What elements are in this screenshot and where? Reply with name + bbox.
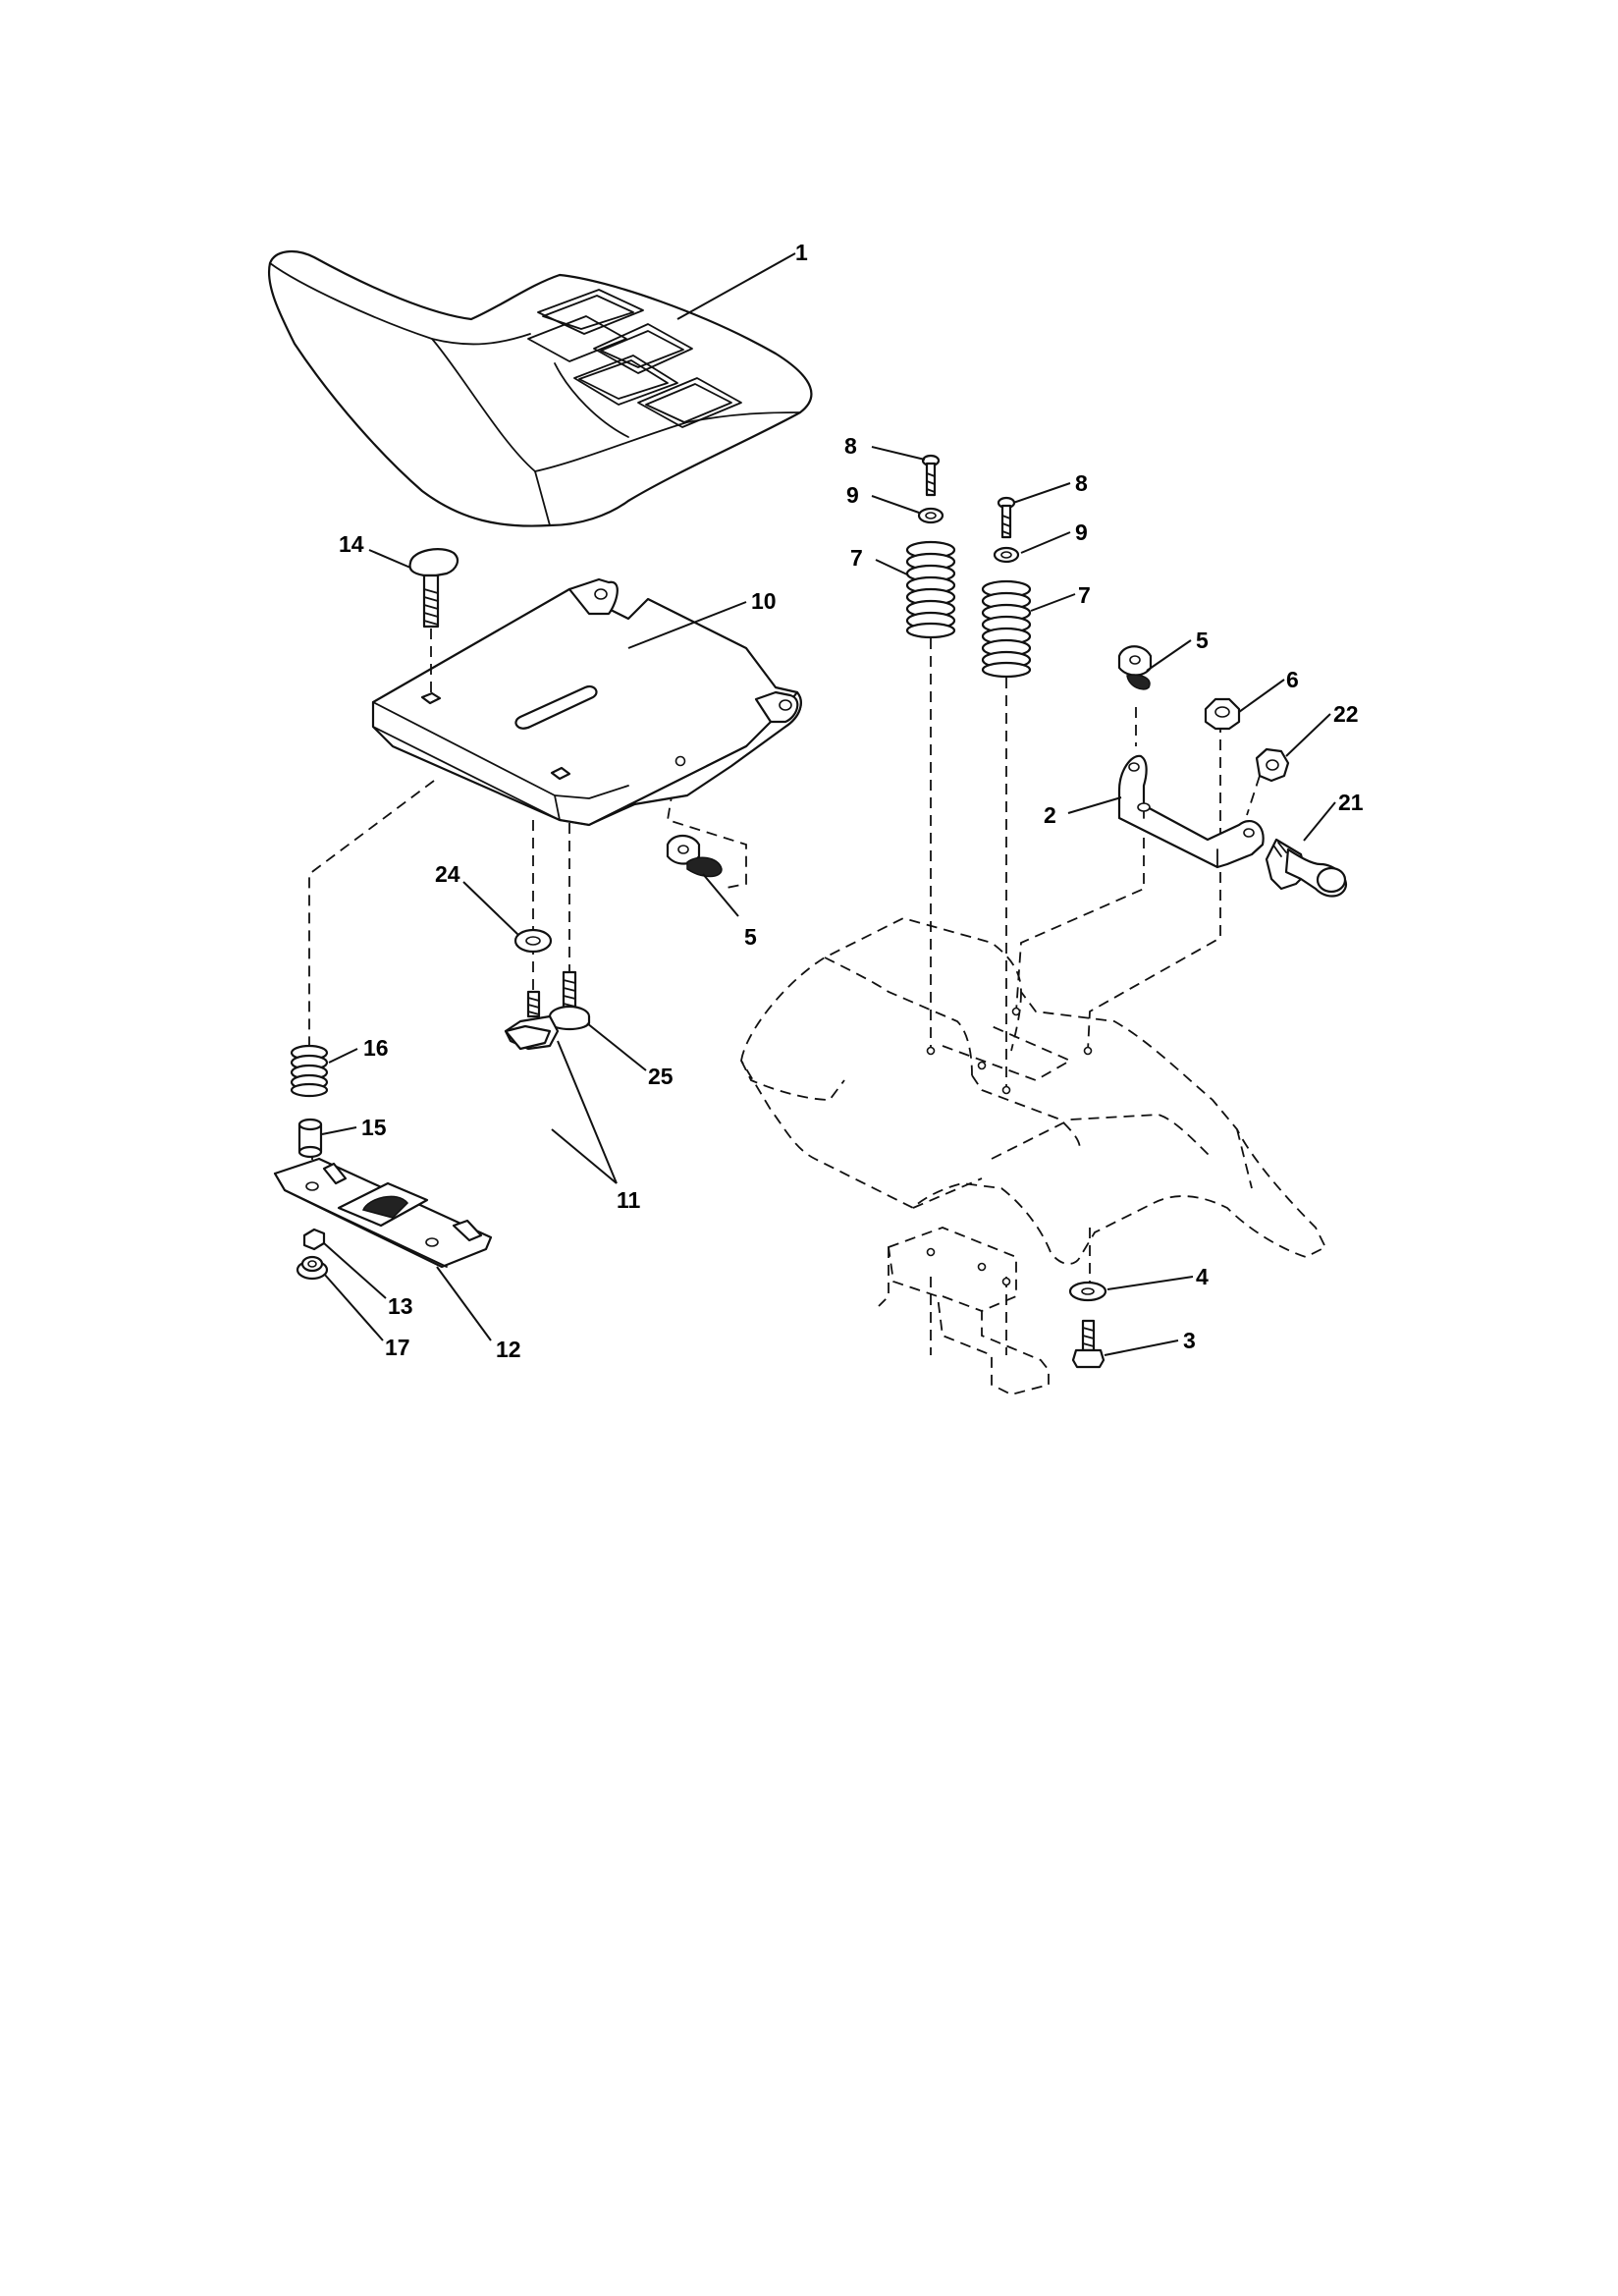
hex-bolt-3: [1071, 1319, 1106, 1369]
callout-22: 22: [1333, 701, 1359, 727]
shoulder-screw: [548, 970, 591, 1031]
callout-leaders: [321, 252, 1336, 1356]
adjustment-knob: [504, 990, 560, 1051]
callout-1: 1: [795, 240, 808, 265]
callout-8-right: 8: [1075, 470, 1088, 496]
callout-9-left: 9: [846, 482, 859, 508]
callout-17: 17: [385, 1335, 410, 1360]
callout-5-right: 5: [1196, 628, 1209, 653]
lock-nut: [1204, 697, 1241, 731]
callout-4: 4: [1196, 1264, 1209, 1289]
seat-clip-left: [666, 834, 723, 878]
callout-8-left: 8: [844, 433, 857, 459]
washer-right: [993, 546, 1020, 564]
callout-7-right: 7: [1078, 582, 1091, 608]
tractor-frame-phantom: [740, 917, 1327, 1265]
frame-tab-bracket-phantom: [878, 1227, 1050, 1395]
callout-24: 24: [435, 861, 460, 887]
flange-nut: [1255, 747, 1290, 783]
seat-pan: [371, 577, 802, 827]
callout-9-right: 9: [1075, 519, 1088, 545]
spring-right: [981, 579, 1032, 679]
hex-nut-13: [302, 1228, 326, 1251]
callout-7-left: 7: [850, 545, 863, 571]
shoulder-bolt: [1265, 838, 1348, 898]
callout-14: 14: [339, 531, 364, 557]
callout-21: 21: [1338, 790, 1364, 815]
callout-15: 15: [361, 1115, 387, 1140]
seat-clip-right: [1117, 645, 1153, 690]
callout-10: 10: [751, 588, 777, 614]
callout-13: 13: [388, 1293, 413, 1319]
spring-16: [290, 1044, 329, 1098]
flat-washer-4: [1068, 1281, 1107, 1302]
flat-washer-24: [513, 928, 553, 954]
bushing: [297, 1118, 323, 1159]
bolt-left: [921, 454, 941, 497]
callout-5-left: 5: [744, 924, 757, 950]
washer-left: [917, 507, 944, 524]
flange-nut-17: [296, 1255, 329, 1281]
seat-bracket: [1117, 754, 1265, 869]
callout-16: 16: [363, 1035, 389, 1061]
callout-2: 2: [1044, 802, 1056, 828]
bolt-right: [997, 496, 1016, 539]
callout-6: 6: [1286, 667, 1299, 692]
seat-panels: [527, 289, 742, 438]
leader-knob-11: [557, 1040, 618, 1184]
callout-25: 25: [648, 1064, 674, 1089]
callout-12: 12: [496, 1337, 521, 1362]
callout-3: 3: [1183, 1328, 1196, 1353]
callout-labels: 1 14 10 8 9 7 8 9 7 5 6 22 21 2 5 24 25 …: [339, 240, 1364, 1362]
seat-slide-rail: [273, 1157, 493, 1269]
seat-cushion: [267, 249, 813, 527]
callout-11: 11: [617, 1187, 641, 1213]
spring-left: [905, 540, 956, 639]
carriage-bolt: [408, 548, 459, 692]
